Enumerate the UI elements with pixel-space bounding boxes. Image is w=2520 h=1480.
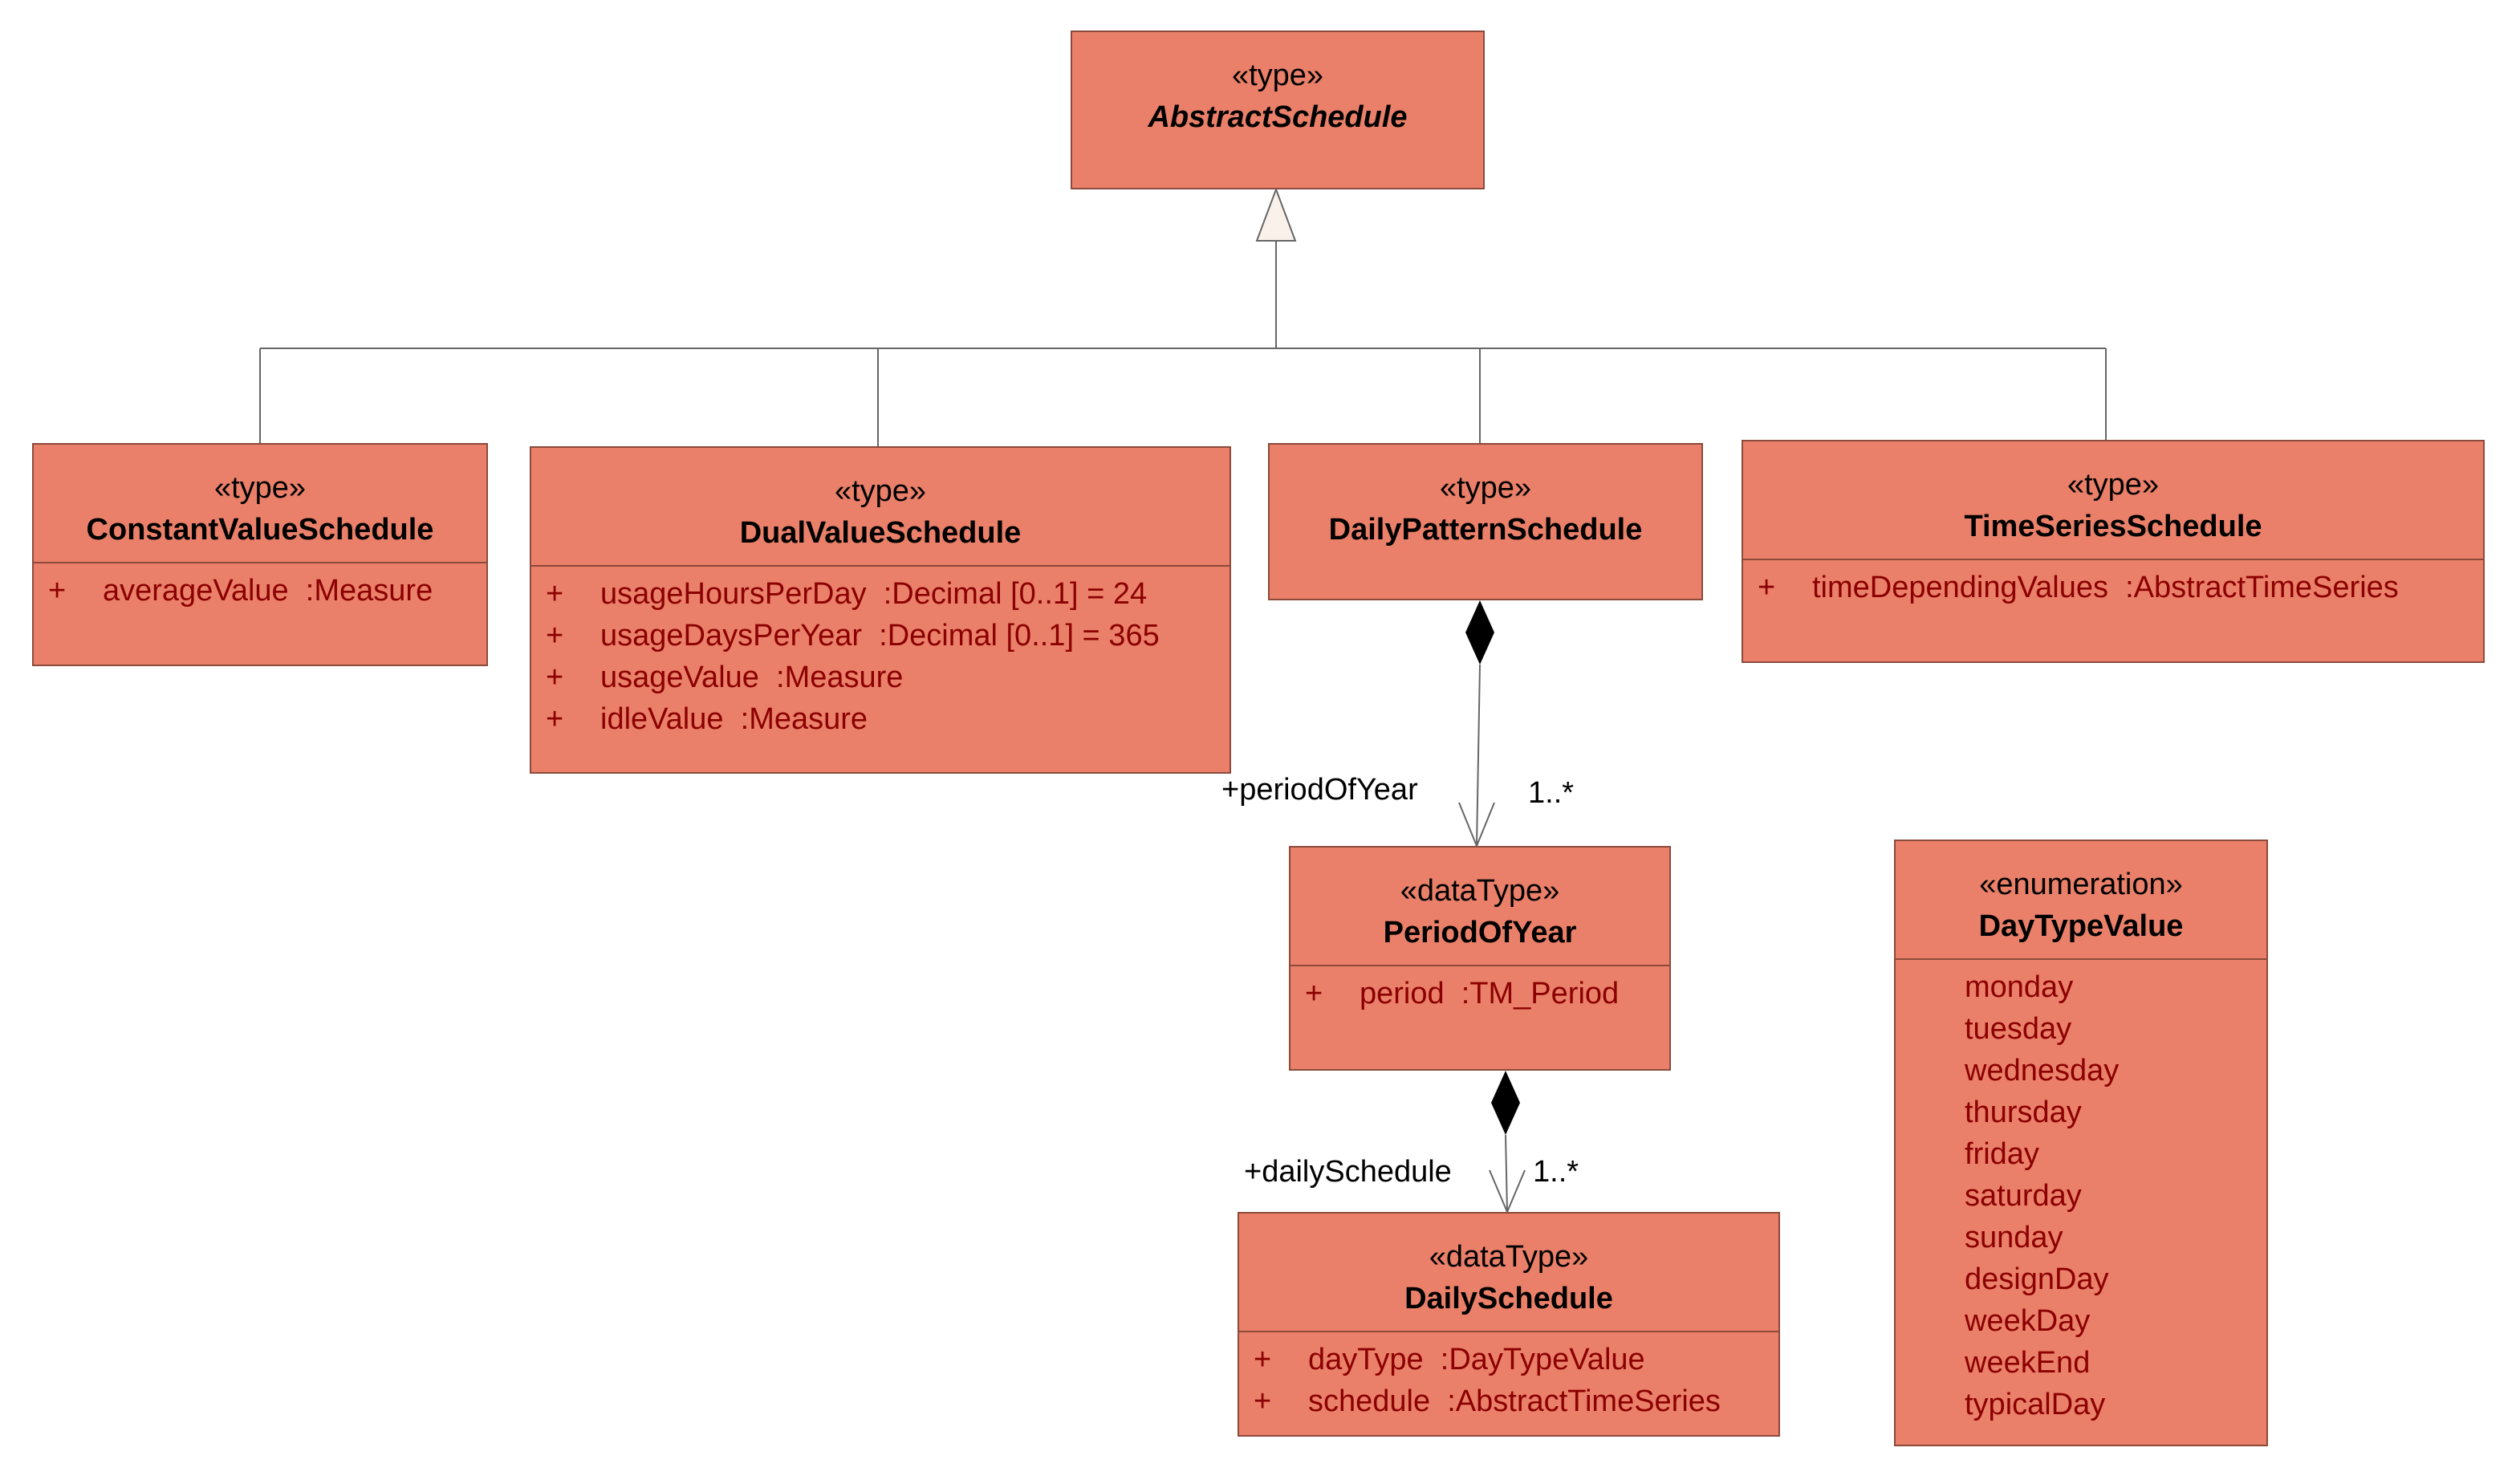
composition-diamond-dailyschedule [1491,1071,1520,1135]
enum-literal: monday [1965,970,2074,1004]
attribute-text: usageHoursPerDay :Decimal [0..1] = 24 [600,577,1148,611]
attribute-row: + usageHoursPerDay :Decimal [0..1] = 24 [531,573,1230,615]
attribute-row: + period :TM_Period [1290,973,1669,1014]
stereotype-label: «dataType» [1429,1240,1589,1274]
stereotype-label: «type» [834,474,927,508]
composition-diamond-periodofyear [1465,600,1494,665]
attribute-row: + timeDependingValues :AbstractTimeSeries [1743,567,2483,608]
association-line-periodofyear [1476,664,1481,847]
stereotype-label: «type» [2067,468,2160,502]
class-name: DailySchedule [1404,1282,1613,1315]
enum-literal: thursday [1965,1096,2082,1129]
enum-literal: designDay [1965,1262,2109,1296]
enum-literal: sunday [1965,1221,2063,1254]
multiplicity-label-dailyschedule: 1..* [1533,1155,1579,1189]
enum-name: DayTypeValue [1978,909,2184,943]
class-name: TimeSeriesSchedule [1964,510,2262,543]
attribute-text: schedule :AbstractTimeSeries [1308,1384,1721,1418]
class-period-of-year[interactable]: «dataType» PeriodOfYear + period :TM_Peri… [1289,846,1671,1071]
attribute-text: usageValue :Measure [600,661,904,694]
visibility-marker: + [546,702,564,736]
attribute-text: dayType :DayTypeValue [1308,1343,1645,1376]
enum-literal: weekDay [1965,1304,2091,1338]
class-daily-pattern-schedule[interactable]: «type» DailyPatternSchedule [1268,443,1703,600]
enum-literal: saturday [1965,1179,2082,1213]
stereotype-label: «dataType» [1400,874,1560,908]
stereotype-label: «type» [213,471,307,505]
association-line-dailyschedule [1505,1134,1508,1213]
enum-literal: wednesday [1965,1054,2120,1088]
visibility-marker: + [1254,1343,1272,1376]
enum-day-type-value[interactable]: «enumeration» DayTypeValue monday tuesda… [1894,840,2268,1446]
attribute-text: averageValue :Measure [103,574,433,608]
attribute-text: idleValue :Measure [600,702,868,736]
stereotype-label: «type» [1439,471,1532,505]
enum-literal: weekEnd [1965,1346,2091,1380]
role-label-periodofyear: +periodOfYear [1221,773,1418,807]
enum-literal: typicalDay [1965,1388,2106,1421]
visibility-marker: + [48,574,67,608]
attribute-compartment: + dayType :DayTypeValue + schedule :Abstra… [1239,1331,1778,1422]
attribute-compartment: + timeDependingValues :AbstractTimeSeries [1743,559,2483,608]
visibility-marker: + [546,619,564,653]
attribute-row: + usageValue :Measure [531,657,1230,698]
attribute-row: + idleValue :Measure [531,698,1230,740]
attribute-row: + dayType :DayTypeValue [1239,1339,1778,1380]
visibility-marker: + [1305,977,1323,1010]
attribute-row: + usageDaysPerYear :Decimal [0..1] = 365 [531,615,1230,657]
attribute-text: period :TM_Period [1360,977,1620,1010]
stereotype-label: «enumeration» [1979,868,2183,901]
class-time-series-schedule[interactable]: «type» TimeSeriesSchedule + timeDepending… [1742,440,2485,663]
class-name: DualValueSchedule [739,516,1022,550]
generalization-arrowhead [1255,187,1297,242]
attribute-compartment: + period :TM_Period [1290,965,1669,1014]
visibility-marker: + [1254,1384,1272,1418]
stereotype-label: «type» [1231,59,1324,92]
literal-compartment: monday tuesday wednesday thursday friday… [1896,958,2266,1425]
visibility-marker: + [546,577,564,611]
attribute-row: + schedule :AbstractTimeSeries [1239,1380,1778,1422]
attribute-compartment: + averageValue :Measure [34,562,486,612]
multiplicity-label-periodofyear: 1..* [1528,776,1575,810]
class-name: AbstractSchedule [1148,100,1408,134]
class-constant-value-schedule[interactable]: «type» ConstantValueSchedule + averageVal… [32,443,488,666]
visibility-marker: + [546,661,564,694]
attribute-text: timeDependingValues :AbstractTimeSeries [1812,571,2399,604]
class-dual-value-schedule[interactable]: «type» DualValueSchedule + usageHoursPerD… [530,446,1231,774]
attribute-compartment: + usageHoursPerDay :Decimal [0..1] = 24 +… [531,565,1230,740]
visibility-marker: + [1758,571,1776,604]
enum-literal: friday [1965,1137,2039,1171]
class-name: PeriodOfYear [1383,916,1577,949]
class-name: ConstantValueSchedule [86,513,434,547]
class-abstract-schedule[interactable]: «type» AbstractSchedule [1071,30,1485,189]
class-name: DailyPatternSchedule [1328,513,1643,547]
enum-literal: tuesday [1965,1012,2072,1046]
role-label-dailyschedule: +dailySchedule [1244,1155,1452,1189]
class-daily-schedule[interactable]: «dataType» DailySchedule + dayType :DayTy… [1238,1212,1780,1437]
attribute-row: + averageValue :Measure [34,570,486,612]
attribute-text: usageDaysPerYear :Decimal [0..1] = 365 [600,619,1160,653]
